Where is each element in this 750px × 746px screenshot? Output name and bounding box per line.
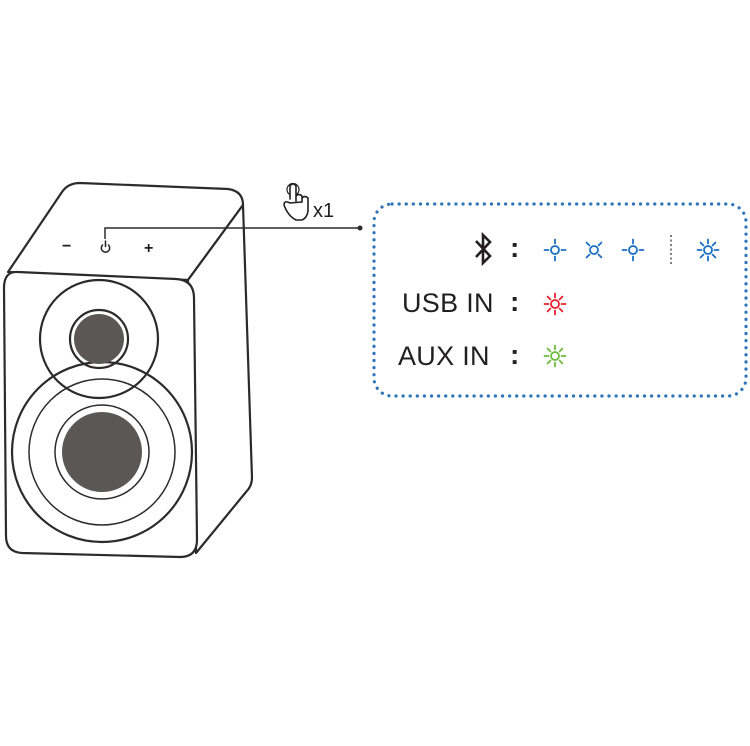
aux-in-label: AUX IN	[398, 341, 490, 371]
speaker-top	[6, 181, 245, 282]
tweeter-dome	[74, 314, 124, 364]
tap-hand-icon	[283, 183, 309, 221]
tweeter-ring	[68, 308, 130, 370]
plus-label[interactable]: +	[144, 240, 154, 257]
callout-line	[104, 227, 358, 239]
aux-in-separator: :	[510, 339, 520, 370]
usb-in-label: USB IN	[402, 288, 494, 318]
bluetooth-led-off-icon	[585, 241, 603, 259]
press-count: x1	[313, 200, 335, 222]
aux-led-on-icon	[543, 344, 567, 368]
power-icon	[100, 244, 111, 253]
callout-dot	[357, 225, 363, 231]
indicator-panel-border	[372, 202, 748, 398]
led-layer	[543, 238, 720, 368]
bluetooth-led-on-icon	[696, 238, 720, 262]
usb-in-separator: :	[510, 286, 520, 317]
woofer-cone	[62, 412, 142, 492]
usb-led-on-icon	[543, 292, 567, 316]
bluetooth-icon	[475, 231, 492, 267]
power-button[interactable]	[100, 240, 111, 253]
bluetooth-led-on-icon	[543, 238, 567, 262]
tweeter-outer	[38, 278, 160, 400]
speaker-side	[186, 203, 254, 555]
woofer-inner	[54, 404, 150, 500]
minus-label[interactable]: −	[62, 238, 72, 255]
speaker	[2, 181, 254, 559]
bluetooth-led-on-icon	[621, 238, 645, 262]
bluetooth-separator: :	[510, 232, 520, 263]
woofer-mid	[28, 378, 176, 526]
